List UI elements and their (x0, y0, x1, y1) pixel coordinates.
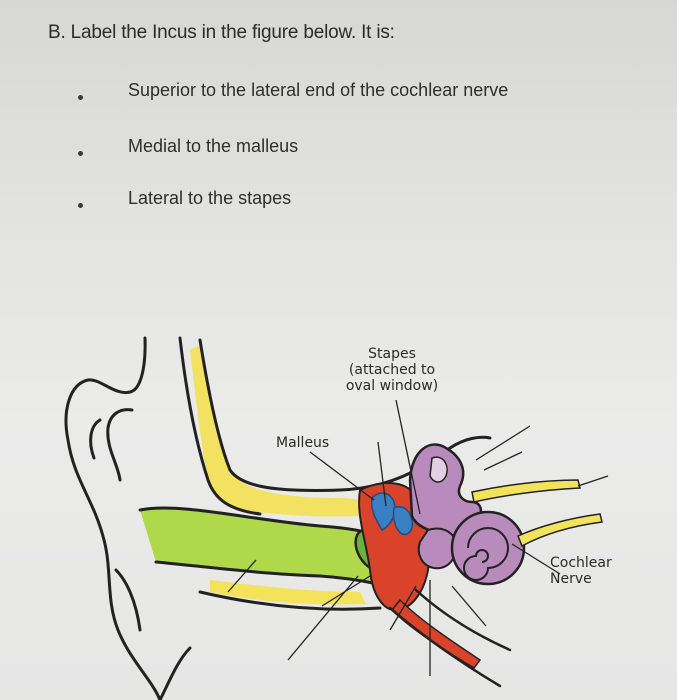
inner-ear (408, 443, 526, 586)
question-heading: B. Label the Incus in the figure below. … (48, 22, 395, 43)
cochlear-nerve (517, 513, 603, 548)
cochlear-nerve-label-line1: Cochlear (550, 555, 612, 571)
stapes-label-line1: Stapes (368, 346, 416, 362)
leader-lines (227, 399, 609, 676)
cochlea (450, 510, 526, 586)
nerves (471, 479, 603, 548)
temporal-bone (178, 336, 492, 517)
cochlear-nerve-label-line2: Nerve (550, 571, 592, 587)
bullet-dot-icon (78, 203, 83, 208)
criteria-text: Medial to the malleus (128, 136, 299, 156)
bullet-dot-icon (78, 95, 83, 100)
criteria-text: Lateral to the stapes (128, 188, 292, 208)
ear-anatomy-diagram: Stapes (attached to oval window) Malleus… (64, 336, 612, 700)
bullet-dot-icon (78, 151, 83, 156)
stapes-label-line2: (attached to (349, 362, 435, 378)
vestibule (417, 527, 458, 570)
criteria-text: Superior to the lateral end of the cochl… (128, 80, 509, 100)
malleus-label: Malleus (276, 435, 329, 451)
eustachian-tube (390, 598, 482, 669)
ear-canal (138, 506, 382, 611)
vestibular-nerve (471, 479, 581, 503)
incus-bone (392, 506, 414, 536)
auricle (64, 336, 192, 700)
stapes-label-line3: oval window) (346, 378, 438, 394)
